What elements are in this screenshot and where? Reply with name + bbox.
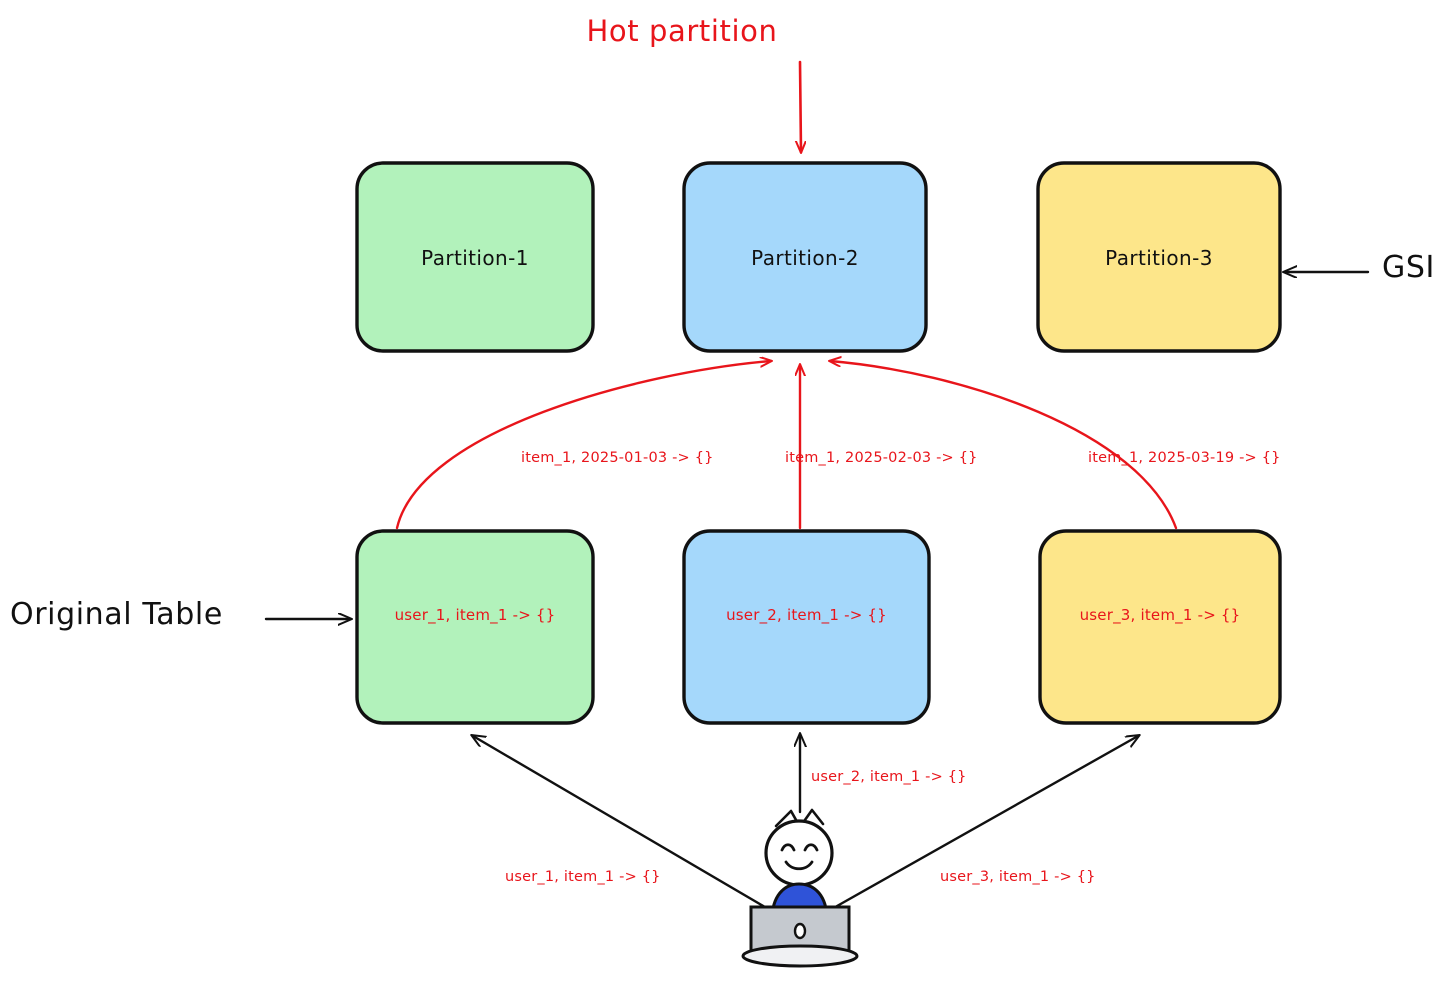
partition-2-box[interactable] [682,161,928,353]
write-edge-1 [473,736,772,912]
actor-hair [774,808,825,829]
table-partition-2-box[interactable] [682,529,931,725]
hot-partition-arrow [800,60,801,152]
write-edges [473,735,1138,912]
user-actor[interactable] [741,808,859,968]
partition-1-box[interactable] [355,161,595,353]
table-partition-3-box[interactable] [1038,529,1282,725]
gsi-replication-edges [395,361,1178,530]
actor-laptop-dot [793,922,807,940]
write-edge-3 [828,736,1138,912]
partition-3-box[interactable] [1036,161,1282,353]
actor-head [764,819,834,887]
gsi-edge-1 [395,361,771,530]
actor-smile [784,860,814,871]
table-partition-1-box[interactable] [355,529,595,725]
table-partition-boxes [355,529,1282,725]
gsi-partition-boxes [355,161,1282,353]
actor-eyes [780,843,819,852]
actor-laptop-base [741,944,859,968]
gsi-edge-3 [830,361,1178,530]
